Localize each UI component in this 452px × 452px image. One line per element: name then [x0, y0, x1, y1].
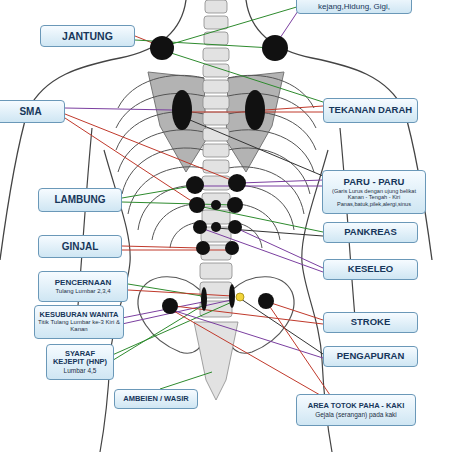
label-box: STROKE [323, 312, 418, 333]
label-note: (Garis Lurus dengan ujung belikat Kanan … [326, 188, 422, 207]
label-title: STROKE [351, 317, 391, 328]
label-box: JANTUNG [40, 25, 135, 47]
label-box: TEKANAN DARAH [323, 98, 418, 123]
label-title: KESUBURAN WANITA [39, 311, 118, 320]
label-box: SMA [0, 100, 65, 123]
label-box: GINJAL [38, 235, 122, 258]
label-title: KESELEO [348, 264, 393, 275]
label-title: PARU - PARU [344, 177, 405, 188]
label-title: TEKANAN DARAH [329, 105, 412, 116]
label-box: AREA TOTOK PAHA - KAKIGejala (serangan) … [296, 394, 416, 426]
label-title: kejang,Hidung, Gigi, [318, 2, 390, 11]
label-note: Titik Tulang Lumbar ke-3 Kiri & Kanan [38, 319, 120, 333]
label-box: PENCERNAANTulang Lumbar 2,3,4 [38, 271, 128, 302]
label-title: PENCERNAAN [55, 278, 111, 287]
label-note: Lumbar 4,5 [64, 367, 97, 374]
label-title: AMBEIEN / WASIR [123, 395, 188, 404]
label-title: AREA TOTOK PAHA - KAKI [308, 402, 405, 411]
label-title: SYARAF KEJEPIT (HNP) [50, 350, 110, 367]
label-box: AMBEIEN / WASIR [114, 389, 198, 409]
label-note: Gejala (serangan) pada kaki [315, 411, 397, 418]
label-box: PARU - PARU(Garis Lurus dengan ujung bel… [322, 170, 426, 214]
label-box: PENGAPURAN [323, 346, 418, 367]
label-box: KESUBURAN WANITATitik Tulang Lumbar ke-3… [34, 305, 124, 339]
label-box: PANKREAS [323, 222, 418, 243]
label-title: PENGAPURAN [337, 351, 405, 362]
label-note: Tulang Lumbar 2,3,4 [55, 288, 110, 295]
label-title: PANKREAS [344, 227, 397, 238]
label-title: SMA [19, 106, 41, 118]
label-box: LAMBUNG [38, 188, 122, 212]
label-box: kejang,Hidung, Gigi, [296, 0, 412, 14]
label-title: GINJAL [62, 241, 99, 253]
label-title: LAMBUNG [54, 194, 105, 206]
label-box: KESELEO [323, 259, 418, 280]
label-title: JANTUNG [62, 30, 113, 42]
label-box: SYARAF KEJEPIT (HNP)Lumbar 4,5 [46, 344, 114, 380]
